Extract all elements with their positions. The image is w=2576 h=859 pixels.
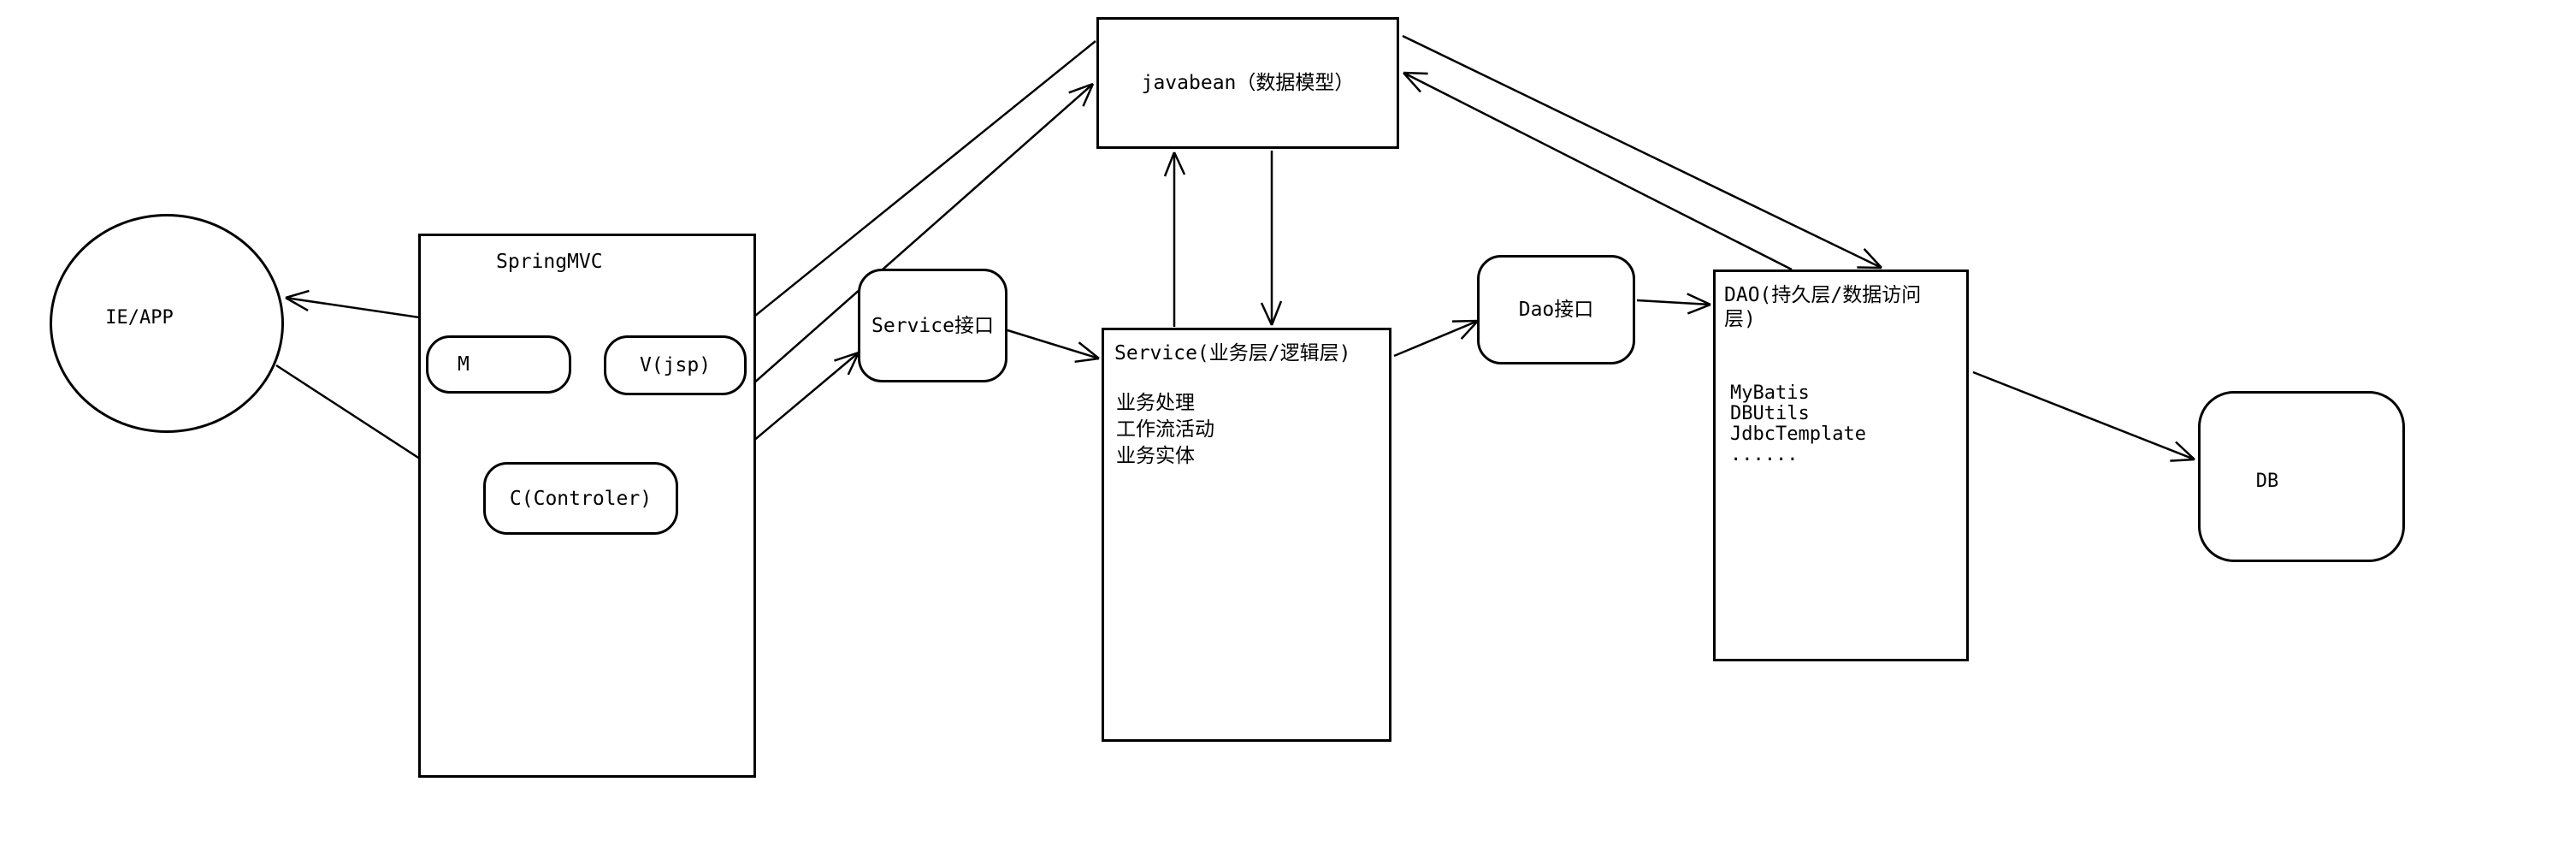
dao-interface-label: Dao接口 — [1518, 299, 1594, 321]
view-node: V(jsp) — [604, 335, 747, 395]
service-item: 业务处理 — [1116, 392, 1195, 414]
dao-layer-items: MyBatis DBUtils JdbcTemplate ...... — [1730, 383, 1866, 465]
service-item: 业务实体 — [1116, 445, 1195, 467]
arrow-dao-to-javabean — [1403, 71, 1793, 271]
service-layer-items: 业务处理 工作流活动 业务实体 — [1116, 390, 1214, 470]
dao-item: JdbcTemplate — [1730, 424, 1866, 445]
client-label: IE/APP — [105, 307, 174, 329]
arrow-service-to-dao-if — [1393, 319, 1479, 358]
service-interface-label: Service接口 — [871, 314, 994, 337]
client-node: IE/APP — [50, 214, 284, 433]
springmvc-title: SpringMVC — [496, 251, 603, 273]
model-node: M — [426, 335, 571, 394]
arrow-dao-to-db — [1972, 370, 2195, 462]
arrow-service-if-to-service — [1007, 329, 1100, 364]
controller-node: C(Controler) — [483, 462, 678, 535]
model-label: M — [458, 353, 470, 376]
service-layer-title: Service(业务层/逻辑层) — [1114, 342, 1351, 364]
dao-item: DBUtils — [1730, 403, 1810, 424]
db-label: DB — [2255, 471, 2279, 492]
dao-item: ...... — [1730, 444, 1799, 465]
dao-layer-title: DAO(持久层/数据访问层) — [1724, 284, 1922, 330]
view-label: V(jsp) — [639, 354, 712, 376]
dao-interface-node: Dao接口 — [1477, 255, 1635, 364]
arrow-dao-if-to-dao — [1636, 293, 1711, 315]
dao-layer-node: DAO(持久层/数据访问层) MyBatis DBUtils JdbcTempl… — [1713, 270, 1969, 661]
dao-item: MyBatis — [1730, 382, 1810, 404]
javabean-node: javabean（数据模型） — [1096, 17, 1399, 149]
service-item: 工作流活动 — [1116, 418, 1214, 441]
javabean-label: javabean（数据模型） — [1141, 72, 1355, 94]
db-node: DB — [2198, 391, 2405, 562]
controller-label: C(Controler) — [509, 487, 653, 510]
service-interface-node: Service接口 — [858, 269, 1007, 382]
arrow-javabean-to-dao — [1402, 34, 1882, 270]
service-layer-node: Service(业务层/逻辑层) 业务处理 工作流活动 业务实体 — [1102, 328, 1391, 742]
